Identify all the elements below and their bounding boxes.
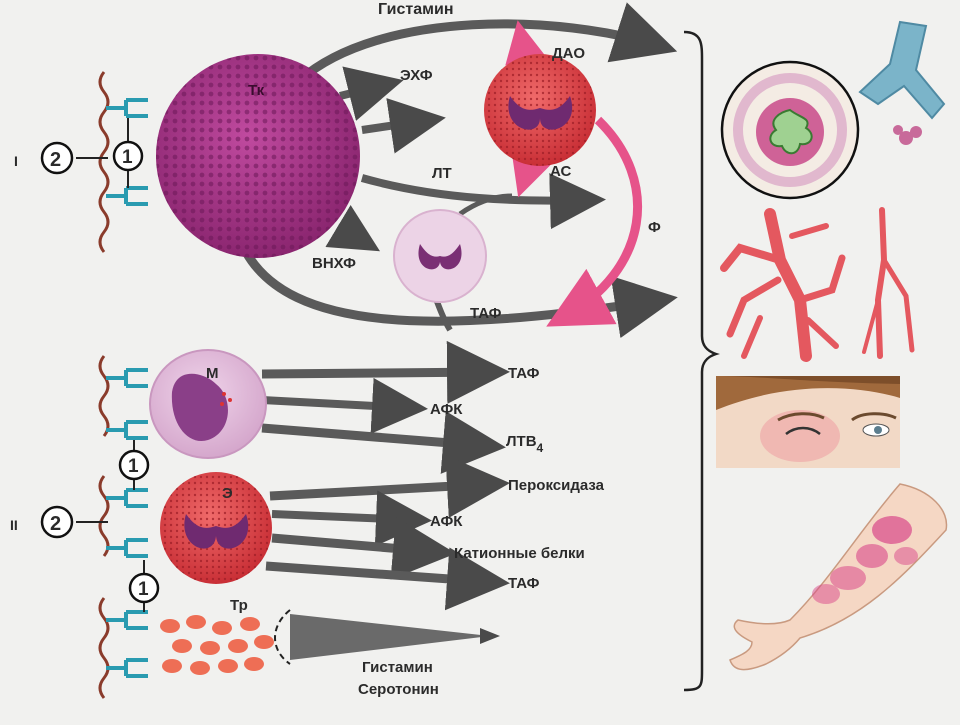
label-dao: ДАО — [552, 45, 585, 62]
membrane-tr — [98, 597, 110, 699]
membrane-top — [98, 71, 110, 253]
label-vnhf: ВНХФ — [312, 255, 356, 272]
circle-2-top — [40, 141, 74, 175]
arrow-lt-branch — [458, 193, 513, 217]
circle-1-top-label: 1 — [122, 147, 133, 168]
arrow-cationic — [271, 516, 456, 580]
label-histamine-bottom: Гистамин — [362, 659, 433, 676]
roman-numeral-1: I — [14, 153, 18, 169]
arrow-lt — [360, 173, 606, 230]
label-f: Ф — [648, 219, 661, 236]
vessels-illustration — [720, 207, 915, 362]
arrow-ltv — [261, 411, 506, 474]
circle-2-mid-label: 2 — [50, 513, 61, 535]
label-lt: ЛТ — [432, 165, 452, 182]
arrow-histamine-top — [297, 2, 678, 84]
label-taf-top: ТАФ — [470, 305, 502, 322]
arrow-f — [546, 116, 643, 327]
label-e: Э — [222, 485, 233, 502]
roman-numeral-2: II — [10, 517, 18, 533]
circle-2-mid — [40, 505, 74, 539]
receptor-icon — [106, 98, 148, 678]
label-afk-e: АФК — [430, 513, 463, 530]
arrow-afk-e — [271, 490, 432, 547]
bronchus-illustration — [720, 20, 946, 200]
label-ltv: ЛТВ4 — [506, 433, 544, 455]
arm-illustration — [729, 483, 948, 671]
circle-1-mid-label: 1 — [128, 456, 139, 477]
label-m: М — [206, 365, 219, 382]
label-ehf: ЭХФ — [400, 67, 433, 84]
arrow-peroxidase — [269, 454, 510, 518]
bracket — [683, 30, 720, 692]
arrow-ehf — [339, 66, 404, 121]
circle-2-top-label: 2 — [50, 149, 61, 171]
label-cationic: Катионные белки — [454, 545, 585, 562]
membrane-m — [98, 355, 110, 437]
label-peroxidase: Пероксидаза — [508, 477, 605, 494]
circle-1-top — [112, 140, 144, 172]
arrow-to-eosinophil — [361, 98, 446, 154]
circle-1-low — [128, 572, 160, 604]
label-tk: Тк — [248, 82, 265, 99]
label-afk-m: АФК — [430, 401, 463, 418]
arrow-taf-e — [265, 547, 510, 611]
arrow-afk-m — [261, 377, 428, 434]
platelet-cluster — [160, 615, 274, 675]
label-as: АС — [550, 163, 571, 180]
arrow-histamine-serotonin — [290, 614, 490, 660]
label-serotonin: Серотонин — [358, 681, 439, 698]
circle-1-low-label: 1 — [138, 579, 149, 600]
label-histamine-top: Гистамин — [378, 1, 453, 18]
face-illustration — [716, 376, 900, 468]
arrow-vnhf — [325, 204, 381, 252]
circle-1-mid — [118, 449, 150, 481]
label-taf-e: ТАФ — [508, 575, 540, 592]
arrow-taf-m — [261, 340, 510, 404]
membrane-e — [98, 475, 110, 557]
label-taf-m: ТАФ — [508, 365, 540, 382]
label-tr: Тр — [230, 597, 248, 614]
